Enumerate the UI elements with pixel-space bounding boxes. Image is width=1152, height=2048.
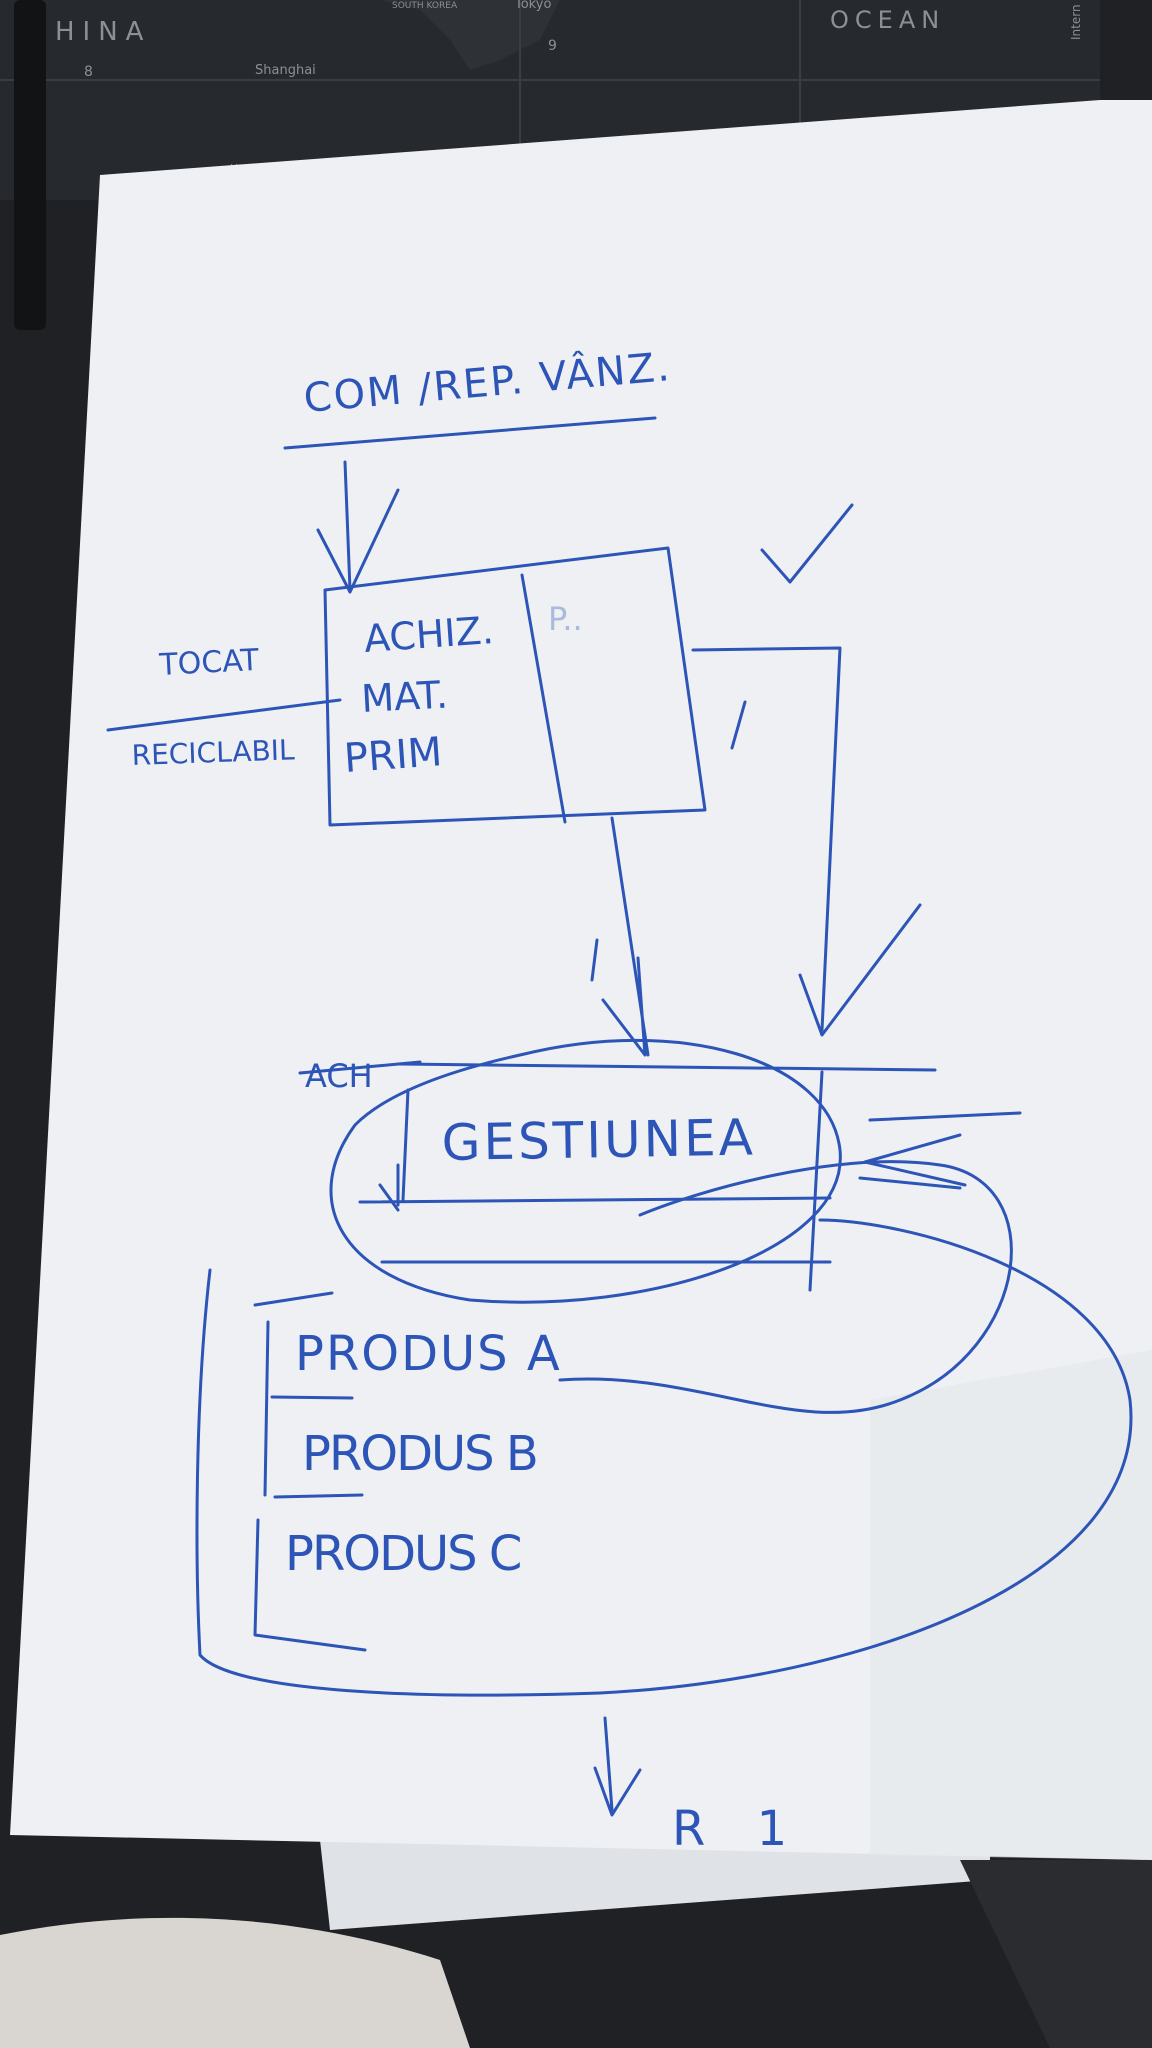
- products-outer-loop: [195, 1218, 1133, 1697]
- map-label-9: 9: [548, 38, 557, 54]
- map-label-korea: SOUTH KOREA: [392, 1, 458, 11]
- paper-shadow: [870, 1350, 1152, 1860]
- center-label: GESTIUNEA: [441, 1109, 756, 1172]
- arrow-small-mark: [590, 938, 599, 982]
- map-label-8: 8: [84, 64, 93, 80]
- box-label-line2: MAT.: [360, 673, 449, 721]
- map-label-tokyo: Tokyo: [514, 0, 551, 12]
- hand-drawn-diagram: [106, 416, 1133, 1817]
- box-right-mark: P..: [548, 600, 583, 638]
- left-input-line: [106, 698, 342, 732]
- final-down-arrow: [593, 1716, 642, 1817]
- acquisition-box: [323, 546, 707, 827]
- products-bracket: [253, 1291, 367, 1652]
- product-a: PRODUS A: [295, 1326, 562, 1382]
- map-label-intern: Intern: [1069, 4, 1083, 40]
- pen: [14, 0, 46, 330]
- box-label-line1: ACHIZ.: [363, 608, 496, 661]
- left-label-top: TOCAT: [158, 643, 261, 683]
- box-inner-divider: [520, 573, 567, 824]
- map-coastline: [380, 0, 560, 70]
- map-label-shanghai: Shanghai: [255, 63, 316, 78]
- map-label-hina: HINA: [55, 17, 151, 47]
- paper-sheet: [10, 100, 1152, 1860]
- dark-object: [960, 1860, 1152, 2048]
- product-c: PRODUS C: [285, 1526, 520, 1582]
- left-label-bottom: RECICLABIL: [131, 733, 295, 772]
- map-label-ocean: OCEAN: [830, 6, 945, 34]
- gestiunea-box-bottom: [358, 1196, 832, 1204]
- gestiunea-box-right: [808, 1070, 824, 1292]
- underlying-sheet: [320, 1830, 990, 1930]
- loop-from-produs-a: [558, 1160, 1013, 1414]
- arrow-box-to-gestiunea: [601, 816, 650, 1057]
- stray-mark: [760, 503, 854, 584]
- bottom-label: R 1: [672, 1801, 805, 1857]
- box-label-line3: PRIM: [342, 729, 443, 782]
- top-label-underline: [283, 416, 657, 450]
- gestiunea-box-top: [398, 1062, 937, 1072]
- box-inner-mark: [730, 700, 747, 750]
- product-b: PRODUS B: [302, 1426, 537, 1482]
- gestiunea-box-left: [401, 1088, 410, 1202]
- inner-down-arrow: [378, 1163, 400, 1212]
- return-line: [858, 1176, 962, 1190]
- right-path: [691, 646, 842, 1032]
- cloth: [0, 1917, 470, 2048]
- gestiunea-ellipse: [329, 1038, 842, 1304]
- struck-label: ACH: [305, 1057, 373, 1095]
- arrow-label-to-box: [316, 460, 400, 594]
- right-arrowhead: [798, 903, 922, 1037]
